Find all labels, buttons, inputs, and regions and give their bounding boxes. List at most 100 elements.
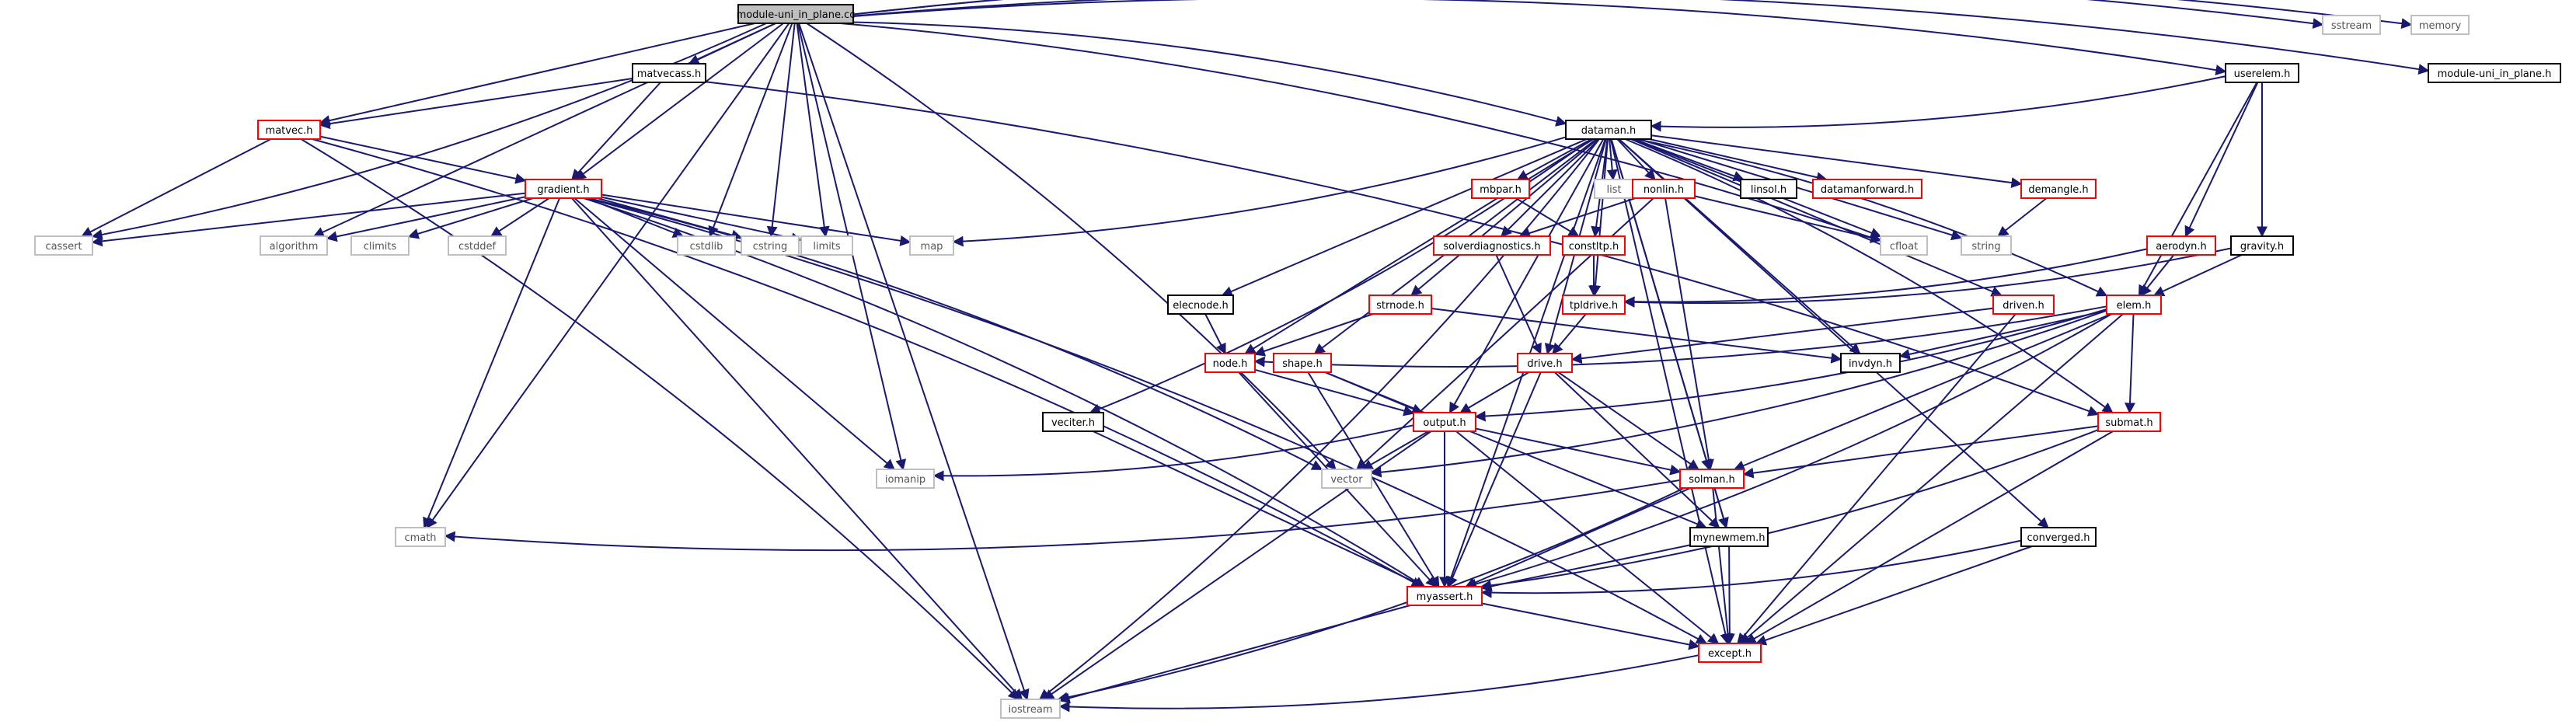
node-iomanip[interactable]: iomanip [876, 469, 935, 489]
node-tpldrive[interactable]: tpldrive.h [1562, 295, 1626, 315]
node-mynewmem-label: mynewmem.h [1693, 532, 1766, 544]
node-cstddef[interactable]: cstddef [448, 235, 507, 256]
node-solverdiag[interactable]: solverdiagnostics.h [1433, 235, 1551, 256]
node-converged[interactable]: converged.h [2020, 527, 2097, 547]
node-dataman[interactable]: dataman.h [1565, 120, 1652, 140]
edge-gravity-to-elem [2152, 254, 2243, 297]
node-string[interactable]: string [1961, 235, 2012, 256]
edge-shape-to-mynewmem [1325, 371, 1707, 529]
node-nonlin-box [1632, 179, 1696, 199]
node-cfloat[interactable]: cfloat [1880, 235, 1928, 256]
node-mynewmem[interactable]: mynewmem.h [1689, 527, 1769, 547]
node-datamanforward[interactable]: datamanforward.h [1812, 179, 1922, 199]
node-matvecass-box [632, 63, 706, 83]
edge-gradient-to-cassert [91, 192, 526, 247]
node-matvec-label: matvec.h [266, 125, 313, 137]
node-elem[interactable]: elem.h [2106, 295, 2162, 315]
edge-myassert-to-iostream [1058, 605, 1411, 704]
node-invdyn[interactable]: invdyn.h [1840, 353, 1901, 373]
edge-dataman-to-output [1448, 138, 1605, 414]
node-limits[interactable]: limits [800, 235, 853, 256]
node-elecnode[interactable]: elecnode.h [1167, 295, 1234, 315]
node-aerodyn[interactable]: aerodyn.h [2146, 235, 2216, 256]
node-except[interactable]: except.h [1698, 643, 1762, 663]
node-sstream[interactable]: sstream [2322, 15, 2381, 35]
edge-dataman-to-node [1244, 138, 1595, 354]
edge-dataman-to-submat [1625, 138, 2114, 413]
edge-dataman-to-linsol [1633, 138, 1745, 182]
edge-dataman-to-map [952, 136, 1567, 247]
edge-drive-to-solman [1557, 371, 1699, 470]
node-matvecass[interactable]: matvecass.h [632, 63, 706, 83]
node-veciter[interactable]: veciter.h [1042, 412, 1104, 432]
edge-dataman-to-elem [1636, 138, 2108, 297]
node-gradient[interactable]: gradient.h [525, 179, 602, 199]
node-submat[interactable]: submat.h [2097, 412, 2161, 432]
node-gravity-label: gravity.h [2240, 241, 2284, 253]
edge-solman-to-mynewmem [1713, 487, 1729, 529]
node-output[interactable]: output.h [1413, 412, 1476, 432]
node-elem-box [2106, 295, 2162, 315]
edge-dataman-to-mbpar [1516, 138, 1592, 180]
edge-root-to-vector [806, 23, 1337, 471]
node-node-box [1204, 353, 1256, 373]
node-string-box [1961, 235, 2012, 256]
node-solman[interactable]: solman.h [1679, 469, 1745, 489]
node-demangle[interactable]: demangle.h [2020, 179, 2097, 199]
node-moduleh[interactable]: module-uni_in_plane.h [2428, 63, 2561, 83]
edge-drive-to-myassert [1447, 371, 1542, 588]
node-root-box [737, 4, 854, 24]
node-list[interactable]: list [1594, 179, 1634, 199]
node-node[interactable]: node.h [1204, 353, 1256, 373]
node-list-box [1594, 179, 1634, 199]
node-memory-box [2410, 15, 2470, 35]
node-userelem[interactable]: userelem.h [2225, 63, 2299, 83]
node-map[interactable]: map [909, 235, 954, 256]
node-cassert-label: cassert [45, 241, 82, 253]
node-vector[interactable]: vector [1321, 469, 1372, 489]
edge-userelem-to-dataman [1650, 75, 2226, 132]
node-veciter-box [1042, 412, 1104, 432]
node-driven-box [1992, 295, 2055, 315]
node-string-label: string [1971, 241, 2000, 253]
node-constltp[interactable]: constltp.h [1562, 235, 1626, 256]
node-drive[interactable]: drive.h [1517, 353, 1573, 373]
node-gravity[interactable]: gravity.h [2230, 235, 2294, 256]
node-algorithm[interactable]: algorithm [260, 235, 328, 256]
node-nonlin[interactable]: nonlin.h [1632, 179, 1696, 199]
edge-userelem-to-aerodyn [2184, 82, 2259, 238]
node-cmath[interactable]: cmath [395, 527, 446, 547]
edge-elem-to-vector [1370, 309, 2107, 478]
edge-matvec-to-gradient [319, 135, 527, 184]
node-dataman-label: dataman.h [1581, 125, 1637, 137]
node-submat-label: submat.h [2105, 417, 2152, 429]
node-datamanforward-box [1812, 179, 1922, 199]
node-matvec[interactable]: matvec.h [257, 120, 321, 140]
edge-dataman-to-demangle [1651, 134, 2023, 189]
node-iostream[interactable]: iostream [1000, 699, 1061, 719]
node-strnode-box [1368, 295, 1432, 315]
edge-root-to-cstdlib [708, 23, 793, 238]
node-root[interactable]: module-uni_in_plane.cc [737, 4, 856, 24]
node-driven[interactable]: driven.h [1992, 295, 2055, 315]
edge-elem-to-output [1474, 308, 2107, 422]
node-output-box [1413, 412, 1476, 432]
edge-nonlin-to-cfloat [1694, 195, 1882, 243]
node-linsol[interactable]: linsol.h [1740, 179, 1797, 199]
node-shape[interactable]: shape.h [1273, 353, 1332, 373]
edge-root-to-memory [852, 0, 2413, 30]
node-strnode[interactable]: strnode.h [1368, 295, 1432, 315]
edge-dataman-to-elecnode [1221, 138, 1588, 297]
node-cstring[interactable]: cstring [741, 235, 800, 256]
node-cassert[interactable]: cassert [34, 235, 93, 256]
node-cstdlib[interactable]: cstdlib [677, 235, 736, 256]
node-climits[interactable]: climits [350, 235, 410, 256]
edge-elem-to-myassert [1466, 313, 2113, 590]
node-gradient-box [525, 179, 602, 199]
node-mbpar[interactable]: mbpar.h [1471, 179, 1530, 199]
node-myassert[interactable]: myassert.h [1407, 586, 1483, 606]
edge-driven-to-except [1737, 313, 2017, 645]
edge-solman-to-myassert [1465, 487, 1692, 588]
node-moduleh-box [2428, 63, 2561, 83]
node-memory[interactable]: memory [2410, 15, 2470, 35]
